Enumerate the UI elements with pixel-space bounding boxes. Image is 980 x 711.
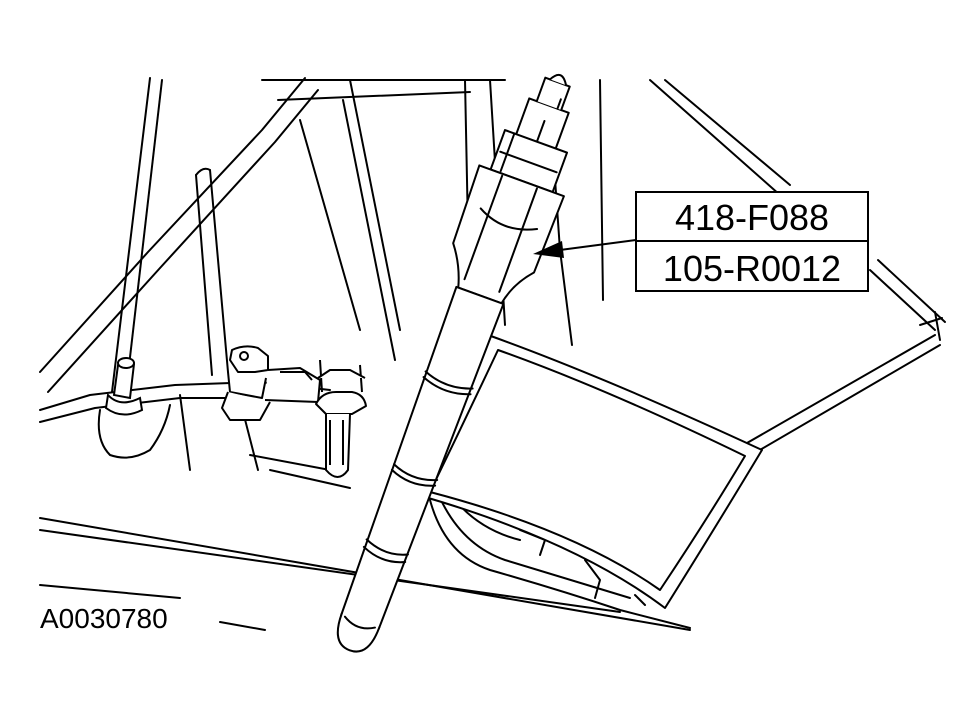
floor-panel [39,381,691,631]
callout-arrow [533,239,637,258]
retaining-clip [221,345,321,421]
figure-id: A0030780 [40,603,168,634]
wiring-harness-tool [336,73,571,653]
tool-number-top: 418-F088 [675,197,829,238]
tool-number-bottom: 105-R0012 [663,248,841,289]
callout-box: 418-F088 105-R0012 [635,191,869,292]
arrowhead-icon [533,241,564,258]
foil-tape-patch [417,334,763,609]
push-pin-fastener [315,359,367,478]
left-support-post [104,357,144,416]
